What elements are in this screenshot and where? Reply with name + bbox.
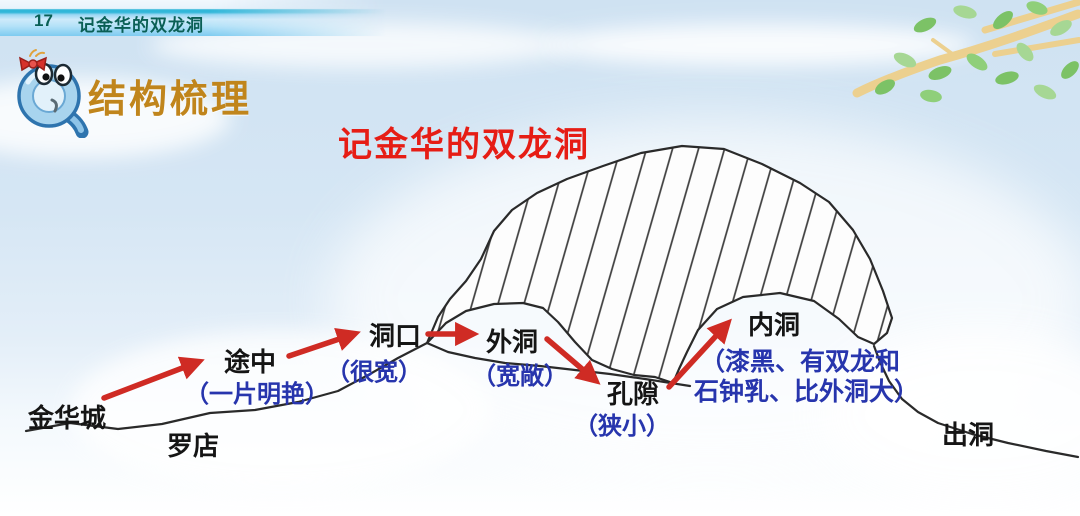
lesson-title: 记金华的双龙洞: [78, 16, 204, 35]
node-label-jinhuacheng: 金华城: [28, 403, 107, 433]
node-note-tuzhong: （一片明艳）: [185, 381, 329, 408]
arrow-jinhuacheng-to-tuzhong: [101, 356, 205, 401]
node-label-tuzhong: 途中: [224, 347, 277, 377]
diagram-title: 记金华的双龙洞: [338, 126, 590, 164]
node-note-neidong-line1: （漆黑、有双龙和: [700, 348, 901, 376]
top-bar: 17 记金华的双龙洞: [0, 0, 420, 36]
arrow-tuzhong-to-dongkou: [286, 327, 361, 359]
arrow-waidong-to-kongxi: [544, 336, 601, 385]
arrow-kongxi-to-neidong: [666, 318, 732, 390]
lesson-number: 17: [34, 11, 53, 30]
node-label-neidong: 内洞: [748, 310, 801, 340]
node-note-waidong: （宽敞）: [472, 363, 568, 390]
ground-line: [24, 341, 1080, 459]
node-note-dongkou: （很宽）: [326, 359, 422, 386]
leaf-icon: [875, 1, 1079, 103]
tree-branch-decoration: [852, 0, 1080, 103]
node-label-luodian: 罗店: [167, 431, 220, 461]
node-note-kongxi: （狭小）: [574, 413, 670, 440]
mountain-shape: [425, 144, 894, 385]
cloud-decoration: [70, 330, 490, 490]
section-title: 结构梳理: [88, 79, 253, 121]
node-label-chudong: 出洞: [942, 420, 995, 450]
node-note-neidong-line2: 石钟乳、比外洞大）: [694, 378, 920, 406]
cloud-decoration: [820, 330, 1080, 500]
node-label-waidong: 外洞: [486, 327, 539, 357]
node-label-kongxi: 孔隙: [607, 379, 660, 409]
node-label-dongkou: 洞口: [369, 321, 422, 351]
q-mascot-icon: [17, 49, 89, 138]
